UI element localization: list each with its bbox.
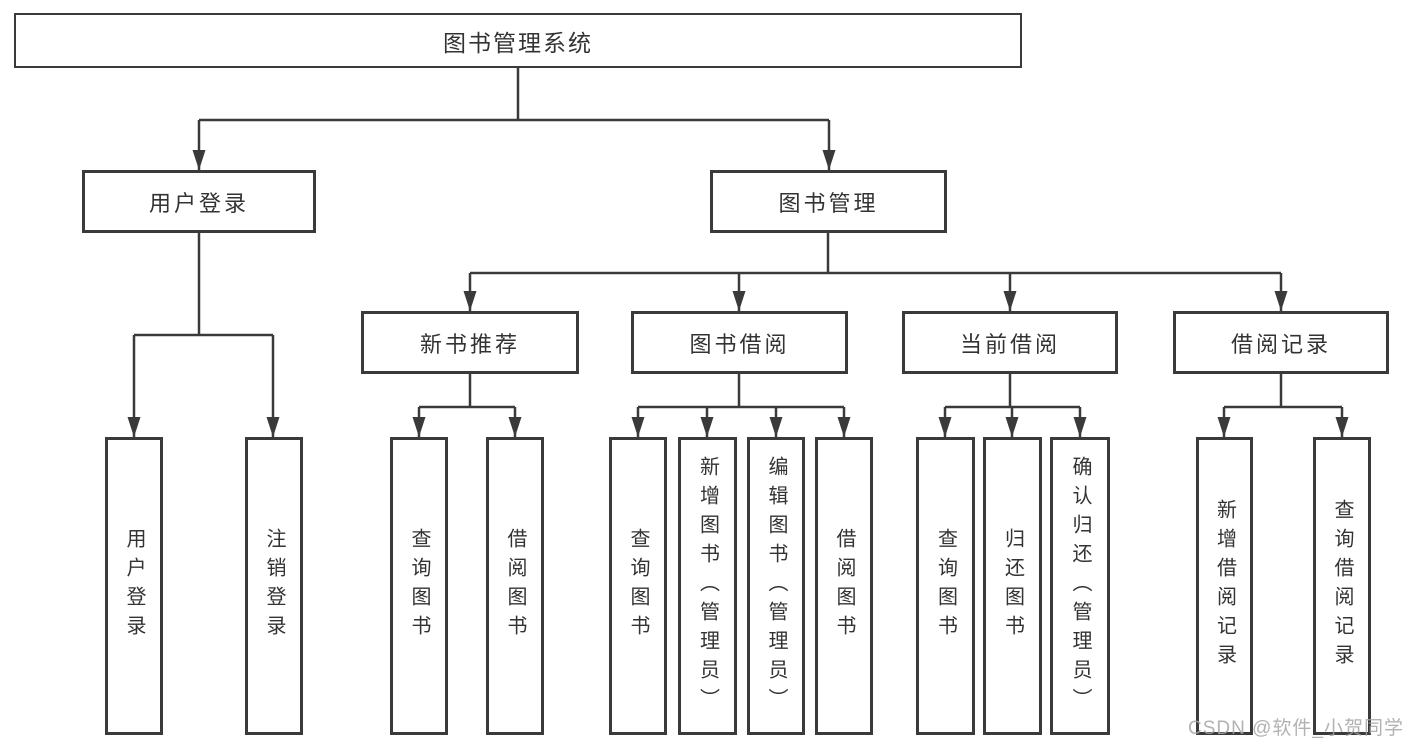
node-book-borrow-label: 图书借阅 bbox=[689, 331, 790, 357]
leaf-query-books-borrow: 查询图书 bbox=[609, 437, 667, 735]
leaf-borrow-books: 借阅图书 bbox=[815, 437, 873, 735]
leaf-user-login-label: 用户登录 bbox=[123, 528, 145, 644]
leaf-logout: 注销登录 bbox=[245, 437, 303, 735]
leaf-add-borrow-record-label: 新增借阅记录 bbox=[1213, 499, 1236, 673]
node-current-borrow-label: 当前借阅 bbox=[959, 331, 1060, 357]
leaf-add-book-admin: 新增图书（管理员） bbox=[678, 437, 737, 735]
leaf-query-books-recommend-label: 查询图书 bbox=[408, 528, 430, 644]
leaf-edit-book-admin-label: 编辑图书（管理员） bbox=[765, 455, 787, 717]
leaf-query-books-current-label: 查询图书 bbox=[934, 528, 957, 644]
leaf-query-books-borrow-label: 查询图书 bbox=[627, 528, 649, 644]
node-new-book-recommend: 新书推荐 bbox=[361, 311, 579, 374]
node-book-borrow: 图书借阅 bbox=[631, 311, 848, 374]
node-root: 图书管理系统 bbox=[14, 13, 1022, 68]
leaf-add-book-admin-label: 新增图书（管理员） bbox=[696, 455, 719, 717]
leaf-borrow-books-label: 借阅图书 bbox=[833, 528, 855, 644]
leaf-return-book: 归还图书 bbox=[983, 437, 1042, 735]
leaf-return-book-label: 归还图书 bbox=[1001, 528, 1024, 644]
leaf-add-borrow-record: 新增借阅记录 bbox=[1196, 437, 1253, 735]
node-new-book-recommend-label: 新书推荐 bbox=[419, 331, 520, 357]
watermark: CSDN @软件_小贺同学 bbox=[1188, 718, 1404, 739]
node-book-mgmt-label: 图书管理 bbox=[778, 190, 879, 216]
leaf-confirm-return-admin: 确认归还（管理员） bbox=[1050, 437, 1110, 735]
node-borrow-records-label: 借阅记录 bbox=[1230, 331, 1331, 357]
node-user-login-label: 用户登录 bbox=[148, 190, 249, 216]
leaf-query-borrow-record-label: 查询借阅记录 bbox=[1331, 499, 1353, 673]
leaf-user-login: 用户登录 bbox=[105, 437, 163, 735]
node-book-mgmt: 图书管理 bbox=[710, 170, 947, 233]
leaf-edit-book-admin: 编辑图书（管理员） bbox=[747, 437, 805, 735]
leaf-logout-label: 注销登录 bbox=[263, 528, 285, 644]
leaf-query-books-current: 查询图书 bbox=[916, 437, 975, 735]
node-current-borrow: 当前借阅 bbox=[902, 311, 1118, 374]
leaf-confirm-return-admin-label: 确认归还（管理员） bbox=[1069, 455, 1091, 717]
leaf-query-borrow-record: 查询借阅记录 bbox=[1313, 437, 1371, 735]
node-borrow-records: 借阅记录 bbox=[1173, 311, 1389, 374]
leaf-borrow-books-recommend-label: 借阅图书 bbox=[504, 528, 526, 644]
node-root-label: 图书管理系统 bbox=[443, 29, 593, 56]
leaf-borrow-books-recommend: 借阅图书 bbox=[486, 437, 544, 735]
leaf-query-books-recommend: 查询图书 bbox=[390, 437, 448, 735]
node-user-login: 用户登录 bbox=[82, 170, 316, 233]
